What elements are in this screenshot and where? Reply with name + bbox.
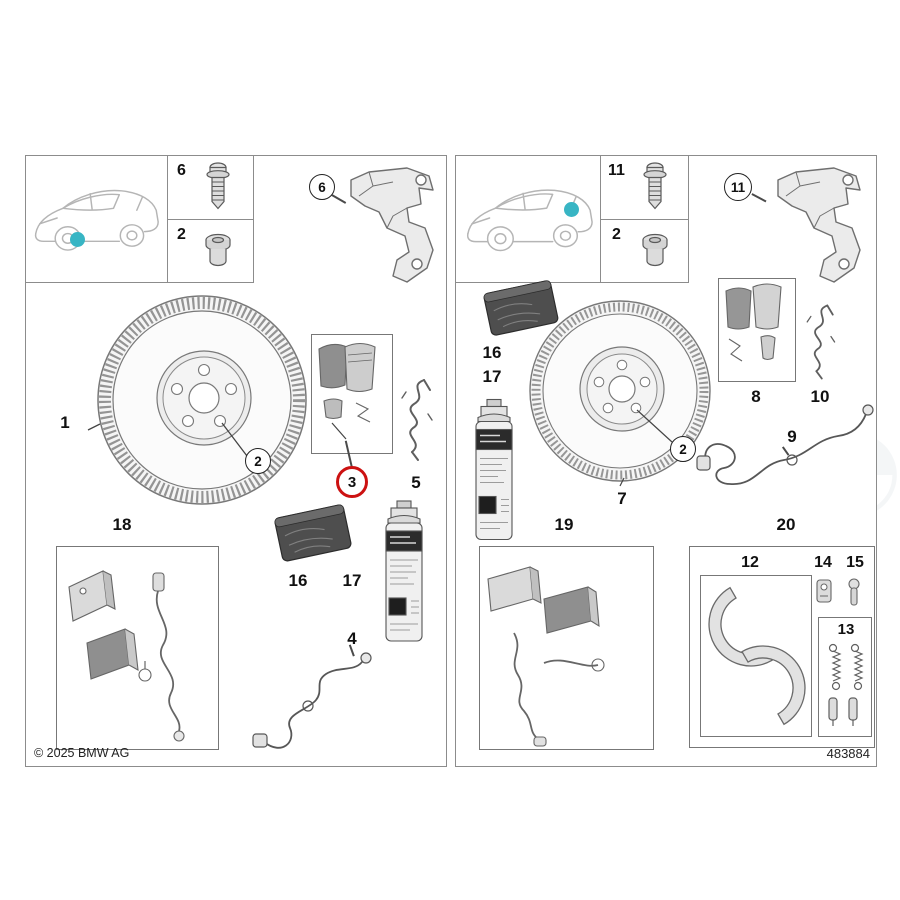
shoe-kit-box: 12 14 15 13 bbox=[689, 546, 875, 748]
callout-wear-sensor: 9 bbox=[787, 427, 797, 446]
callout-bleeder-plug: 2 bbox=[177, 226, 186, 243]
callout-carrier-circle: 11 bbox=[724, 173, 752, 201]
plug-icon bbox=[202, 232, 234, 274]
grease-packet-illustration bbox=[269, 498, 357, 568]
grease-packet-illustration bbox=[476, 274, 566, 342]
pin-illustration bbox=[844, 577, 864, 609]
callout-brake-pads: 8 bbox=[751, 387, 761, 406]
callout-retaining-clip: 10 bbox=[810, 387, 830, 406]
callout-caliper-bolt: 6 bbox=[177, 162, 186, 179]
hardware-box: 6 2 bbox=[168, 156, 254, 283]
spray-can-illustration bbox=[468, 394, 520, 549]
callout-spring-kit: 13 bbox=[837, 621, 855, 638]
retaining-clip-illustration bbox=[803, 300, 837, 384]
front-axle-marker-dot bbox=[70, 232, 85, 247]
brake-shoes-box bbox=[700, 575, 812, 737]
car-locator-box bbox=[26, 156, 168, 283]
callout-carrier-circle: 6 bbox=[309, 174, 335, 200]
hardware-box: 11 2 bbox=[601, 156, 689, 283]
brake-pads-box bbox=[718, 278, 796, 382]
caliper-carrier-illustration bbox=[341, 166, 441, 290]
car-locator-box bbox=[456, 156, 601, 283]
callout-brake-disc: 1 bbox=[60, 413, 70, 432]
callout-adjuster: 14 bbox=[814, 554, 832, 571]
copyright-text: © 2025 BMW AG bbox=[34, 746, 130, 760]
callout-pad-set: 19 bbox=[554, 515, 574, 534]
wear-sensor-illustration bbox=[694, 398, 876, 513]
callout-bleeder-plug: 2 bbox=[612, 226, 621, 243]
callout-hub-bolt-circle: 2 bbox=[245, 448, 271, 474]
callout-brake-disc: 7 bbox=[617, 489, 627, 508]
rear-brake-panel: 11 2 11 bbox=[455, 155, 877, 767]
callout-wear-sensor: 4 bbox=[347, 629, 357, 648]
rear-axle-marker-dot bbox=[564, 202, 579, 217]
spray-can-illustration bbox=[378, 498, 430, 648]
callout-pad-set: 18 bbox=[112, 515, 132, 534]
callout-brake-pads-highlight: 3 bbox=[336, 466, 368, 498]
rear-brake-disc-illustration bbox=[524, 292, 712, 494]
car-outline-icon bbox=[28, 172, 164, 264]
caliper-bolt-icon bbox=[202, 161, 234, 213]
callout-spray-can: 17 bbox=[342, 571, 362, 590]
brake-pads-box bbox=[311, 334, 393, 454]
caliper-bolt-icon bbox=[639, 161, 671, 213]
callout-retaining-clip: 5 bbox=[411, 473, 421, 492]
callout-brake-shoes: 12 bbox=[741, 554, 759, 571]
springs-illustration bbox=[819, 640, 871, 734]
adjuster-illustration bbox=[814, 577, 834, 605]
pad-set-box bbox=[56, 546, 219, 750]
callout-hub-bolt-circle: 2 bbox=[670, 436, 696, 462]
plug-icon bbox=[639, 232, 671, 274]
callout-grease-packet: 16 bbox=[482, 343, 502, 362]
car-outline-icon bbox=[460, 172, 598, 264]
pad-set-box bbox=[479, 546, 654, 750]
front-brake-panel: 6 2 6 1 bbox=[25, 155, 447, 767]
callout-caliper-bolt: 11 bbox=[608, 162, 625, 179]
callout-spray-can: 17 bbox=[482, 367, 502, 386]
callout-shoe-kit: 20 bbox=[776, 515, 796, 534]
caliper-carrier-illustration bbox=[768, 166, 868, 290]
retaining-clip-illustration bbox=[398, 374, 434, 466]
front-brake-disc-illustration bbox=[84, 280, 316, 518]
callout-pin: 15 bbox=[846, 554, 864, 571]
sheet-number: 483884 bbox=[826, 746, 870, 761]
divider bbox=[601, 219, 688, 220]
divider bbox=[168, 219, 253, 220]
leader-line bbox=[751, 193, 767, 202]
wear-sensor-illustration bbox=[248, 644, 380, 760]
callout-grease-packet: 16 bbox=[288, 571, 308, 590]
spring-kit-box: 13 bbox=[818, 617, 872, 737]
